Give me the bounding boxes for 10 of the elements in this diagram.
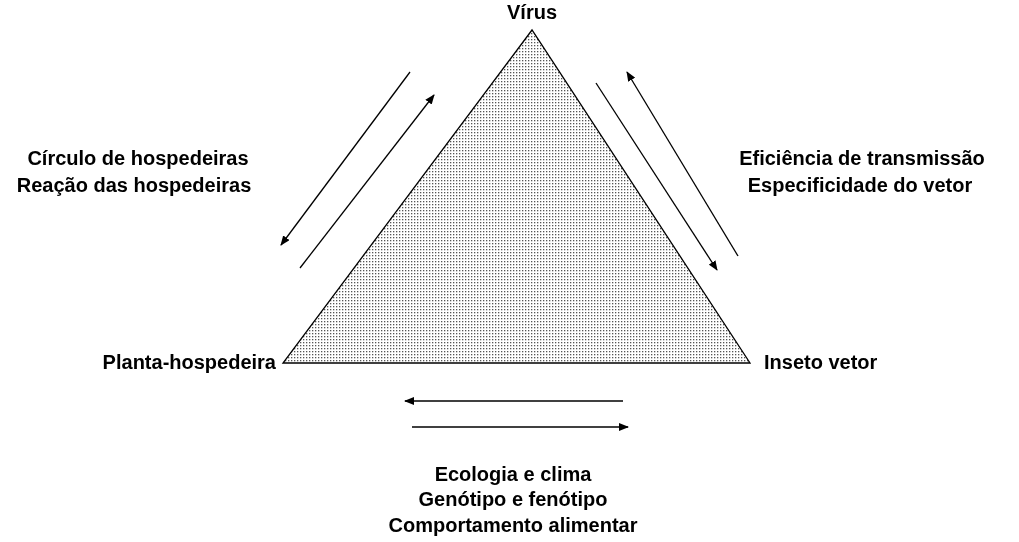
vertex-label: Inseto vetor <box>764 350 924 374</box>
vertex-label: Vírus <box>482 0 582 24</box>
annotation-text: Círculo de hospedeiras <box>27 146 249 170</box>
annotation-text: Eficiência de transmissão <box>739 146 985 170</box>
annotation-text: Genótipo e fenótipo <box>418 487 608 511</box>
vertex-label: Planta-hospedeira <box>40 350 276 374</box>
annotation-text: Comportamento alimentar <box>388 513 638 537</box>
annotation-text: Especificidade do vetor <box>747 173 973 197</box>
annotation-text: Reação das hospedeiras <box>16 173 252 197</box>
annotation-text: Ecologia e clima <box>434 462 592 486</box>
